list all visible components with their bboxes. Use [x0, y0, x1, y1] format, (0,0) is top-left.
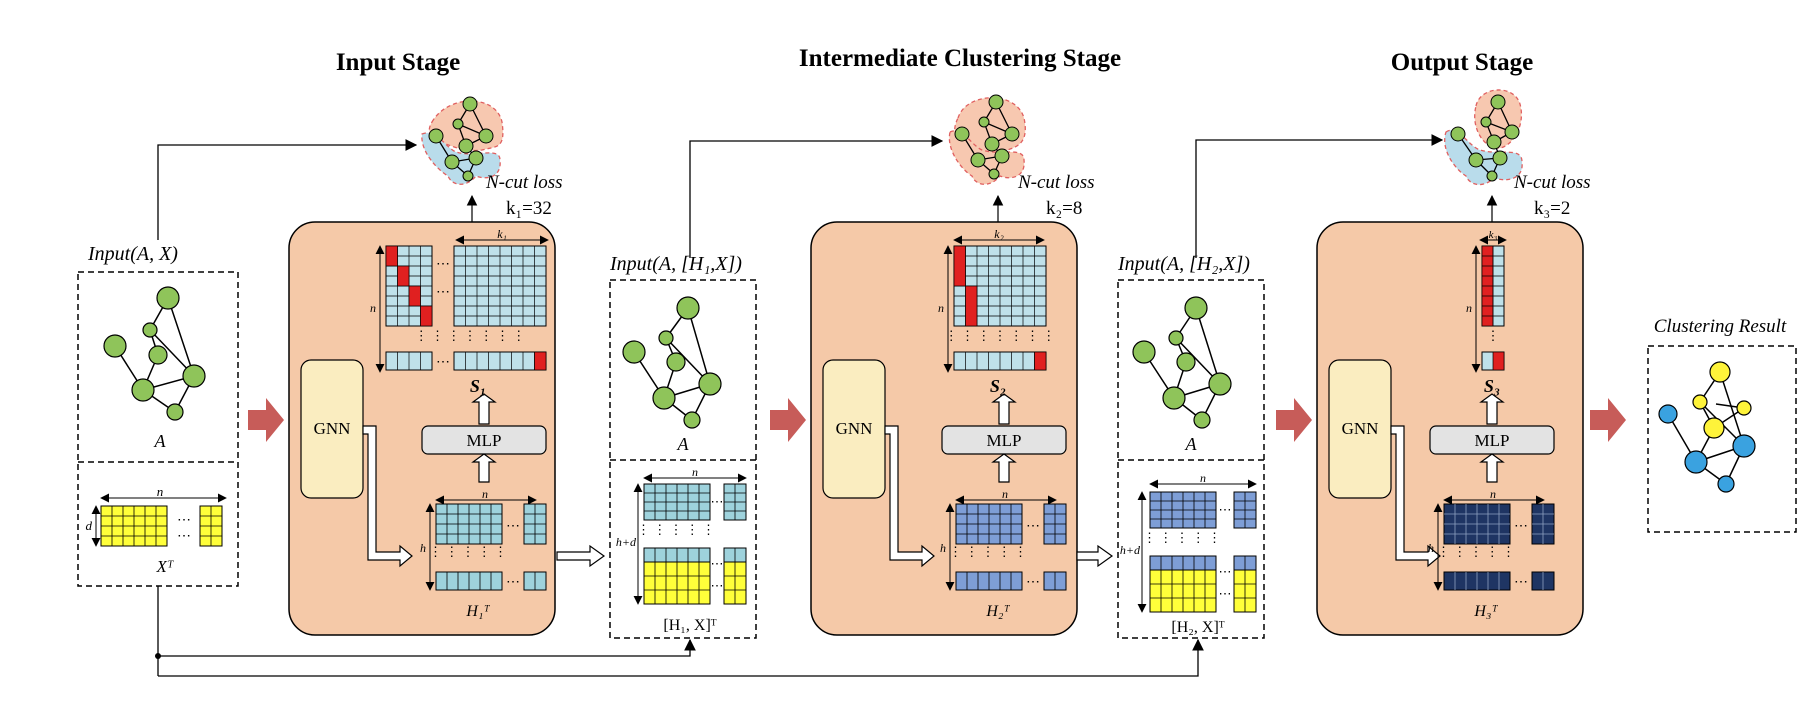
input2-graph: [622, 296, 722, 429]
embedding-label-3: H₃ᵀ: [1473, 603, 1498, 620]
svg-text:h: h: [940, 541, 946, 555]
svg-text:⋯: ⋯: [711, 556, 724, 571]
input1-label: Input(A, X): [87, 243, 178, 265]
svg-text:⋯: ⋯: [506, 575, 520, 590]
svg-text:n: n: [1002, 487, 1008, 501]
k1-value: k₁=32: [506, 198, 552, 219]
svg-text:k₂: k₂: [994, 227, 1004, 241]
dim-d-label: d: [86, 518, 93, 533]
k3-value: k₃=2: [1534, 198, 1570, 219]
embedding-matrix-h1: n ⋯ ⋮ ⋮ ⋮ ⋮ ⋮ ⋯ h: [420, 487, 547, 591]
embedding-matrix-h3: n ⋯ ⋮ ⋮ ⋮ ⋮ ⋮ ⋯ h: [1428, 487, 1555, 591]
stage-arrow-1: [248, 398, 284, 442]
assignment-label-1: S₁: [470, 376, 486, 396]
svg-text:⋮ ⋮ ⋮ ⋮ ⋮ ⋮ ⋮: ⋮ ⋮ ⋮ ⋮ ⋮ ⋮ ⋮: [945, 328, 1056, 343]
svg-text:⋯: ⋯: [711, 578, 724, 593]
input1-adjacency-label: A: [154, 431, 167, 451]
svg-text:⋯: ⋯: [1514, 519, 1528, 534]
embedding-label-2: H₂ᵀ: [985, 603, 1010, 620]
clustered-graph-3: [1444, 89, 1523, 186]
svg-text:h+d: h+d: [1120, 543, 1141, 557]
svg-text:⋮ ⋮ ⋮ ⋮ ⋮: ⋮ ⋮ ⋮ ⋮ ⋮: [429, 544, 507, 559]
clustered-graph-1: [421, 96, 504, 185]
svg-text:⋮ ⋮ ⋮ ⋮ ⋮: ⋮ ⋮ ⋮ ⋮ ⋮: [1437, 544, 1515, 559]
svg-text:⋯: ⋯: [711, 494, 724, 509]
clustering-result-box: [1647, 345, 1797, 533]
k2-value: k₂=8: [1046, 198, 1082, 219]
svg-text:n: n: [482, 487, 488, 501]
input3-graph: [1132, 296, 1232, 429]
embedding-matrix-h2: n ⋯ ⋮ ⋮ ⋮ ⋮ ⋮ ⋯ h: [940, 487, 1067, 591]
stage-arrow-4: [1590, 398, 1626, 442]
svg-text:n: n: [692, 465, 698, 479]
gnn-label-1: GNN: [314, 419, 351, 438]
svg-text:⋯: ⋯: [436, 257, 450, 272]
stage-arrow-2: [770, 398, 806, 442]
svg-text:⋯: ⋯: [177, 529, 191, 544]
input-stage-title: Input Stage: [336, 49, 460, 76]
assignment-label-2: S₂: [990, 376, 1006, 396]
concat-matrix-h2-x: n h+d ⋯ ⋮ ⋮ ⋮ ⋮ ⋮ ⋯ ⋯: [1120, 471, 1257, 613]
ncut-loss-label-1: N-cut loss: [485, 172, 563, 193]
concat-label-1: [H₁, X]ᵀ: [663, 617, 716, 634]
mlp-label-2: MLP: [987, 431, 1022, 450]
clustering-result-graph: [1658, 361, 1756, 493]
svg-text:h: h: [1428, 541, 1434, 555]
input3-label: Input(A, [H₂,X]): [1117, 253, 1250, 275]
assignment-matrix-s3: k₃ n ⋮: [1466, 229, 1507, 373]
mlp-label-3: MLP: [1475, 431, 1510, 450]
svg-text:n: n: [1200, 471, 1206, 485]
svg-text:⋯: ⋯: [506, 519, 520, 534]
junction-dot: [155, 653, 161, 659]
svg-text:n: n: [370, 301, 376, 315]
output-stage-title: Output Stage: [1391, 49, 1533, 76]
input3-adjacency-label: A: [1185, 434, 1198, 454]
svg-text:k₁: k₁: [497, 227, 507, 241]
svg-text:⋯: ⋯: [1026, 519, 1040, 534]
svg-text:n: n: [938, 301, 944, 315]
gnn-label-2: GNN: [836, 419, 873, 438]
clustering-result-label: Clustering Result: [1654, 316, 1787, 337]
input2-box: [609, 279, 757, 639]
svg-text:h+d: h+d: [616, 535, 637, 549]
svg-text:n: n: [1490, 487, 1496, 501]
stage-arrow-3: [1276, 398, 1312, 442]
gnn-label-3: GNN: [1342, 419, 1379, 438]
svg-text:h: h: [420, 541, 426, 555]
svg-text:⋯: ⋯: [436, 285, 450, 300]
assignment-matrix-s1: k₁ n ⋯ ⋯ ⋮ ⋮ ⋮ ⋮ ⋮ ⋮ ⋮ ⋯: [370, 227, 549, 373]
svg-text:⋯: ⋯: [1514, 575, 1528, 590]
mlp-label-1: MLP: [467, 431, 502, 450]
svg-text:⋯: ⋯: [1219, 502, 1232, 517]
svg-text:⋮ ⋮ ⋮ ⋮ ⋮: ⋮ ⋮ ⋮ ⋮ ⋮: [1143, 530, 1221, 545]
svg-text:⋮ ⋮ ⋮ ⋮ ⋮: ⋮ ⋮ ⋮ ⋮ ⋮: [949, 544, 1027, 559]
svg-text:k₃: k₃: [1489, 229, 1498, 241]
ncut-loss-label-2: N-cut loss: [1017, 172, 1095, 193]
svg-text:⋯: ⋯: [436, 355, 450, 370]
input3-box: [1117, 279, 1265, 639]
feature-matrix-label: Xᵀ: [156, 557, 174, 576]
svg-text:⋮ ⋮ ⋮ ⋮ ⋮ ⋮ ⋮: ⋮ ⋮ ⋮ ⋮ ⋮ ⋮ ⋮: [415, 328, 526, 343]
input1-graph: [103, 286, 206, 421]
concat-matrix-h1-x: n h+d ⋯ ⋮ ⋮ ⋮ ⋮ ⋮ ⋯ ⋯: [616, 465, 747, 605]
dim-n-label: n: [157, 484, 164, 499]
svg-text:⋯: ⋯: [1219, 564, 1232, 579]
ncut-loss-label-3: N-cut loss: [1513, 172, 1591, 193]
assignment-matrix-s2: k₂ n ⋮ ⋮ ⋮ ⋮ ⋮ ⋮ ⋮: [938, 227, 1056, 373]
input2-adjacency-label: A: [677, 434, 690, 454]
svg-text:n: n: [1466, 301, 1472, 315]
svg-text:⋯: ⋯: [1219, 586, 1232, 601]
assignment-label-3: S₃: [1484, 376, 1500, 396]
feature-matrix-xt: ⋯ ⋯: [100, 505, 223, 547]
intermediate-stage-title: Intermediate Clustering Stage: [799, 45, 1121, 72]
embedding-label-1: H₁ᵀ: [465, 603, 490, 620]
connector-lines: [157, 134, 1444, 677]
svg-text:⋮: ⋮: [1487, 328, 1500, 343]
svg-text:⋯: ⋯: [177, 513, 191, 528]
input2-label: Input(A, [H₁,X]): [609, 253, 742, 275]
svg-text:⋮ ⋮ ⋮ ⋮ ⋮: ⋮ ⋮ ⋮ ⋮ ⋮: [637, 522, 715, 537]
concat-label-2: [H₂, X]ᵀ: [1171, 619, 1224, 636]
svg-text:⋯: ⋯: [1026, 575, 1040, 590]
clustered-graph-2: [948, 94, 1026, 185]
